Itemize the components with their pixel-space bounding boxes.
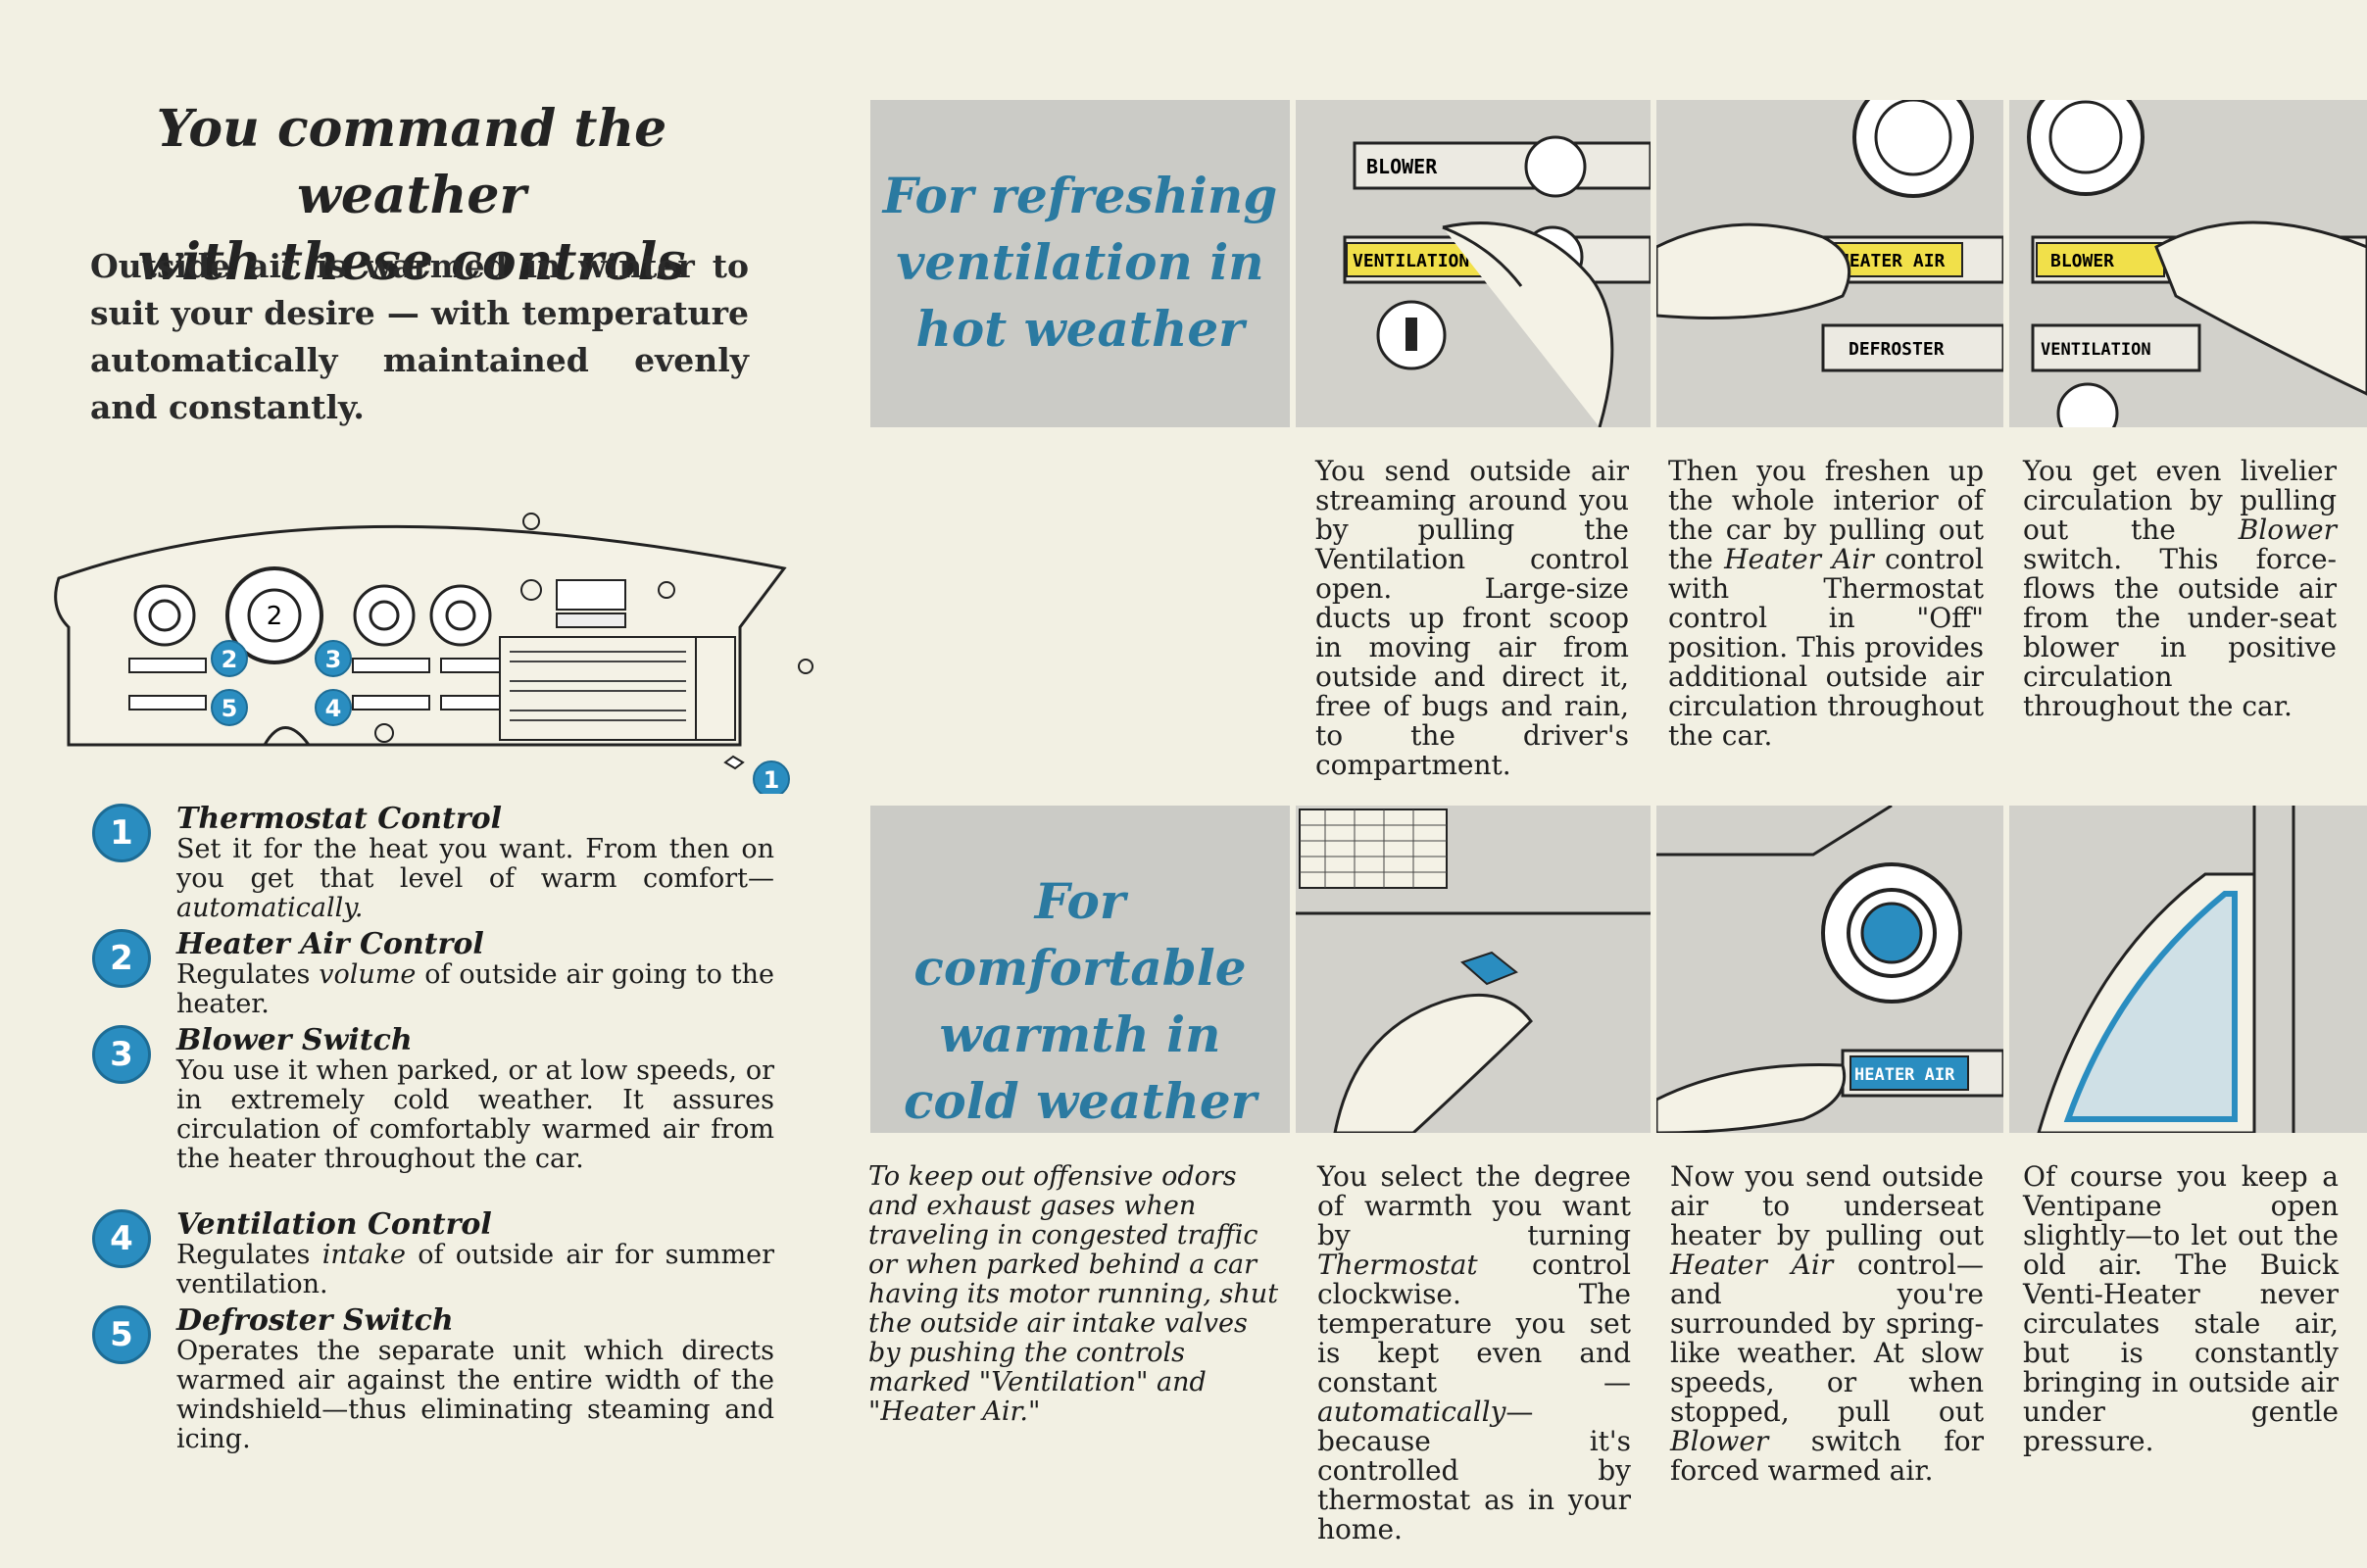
ventipane-glass (2063, 891, 2238, 1122)
legend-text: Set it for the heat you want. From then … (176, 834, 774, 923)
hot-label-line-3: hot weather (915, 300, 1245, 358)
legend-text: Operates the separate unit which directs… (176, 1336, 774, 1454)
legend-number: 1 (92, 804, 151, 862)
callout-3: 3 (325, 646, 342, 673)
hot-caption-1: You send outside air streaming around yo… (1315, 455, 1629, 781)
legend-title: Defroster Switch (176, 1303, 454, 1338)
legend-title: Blower Switch (176, 1023, 413, 1057)
hot-weather-label-panel: For refreshing ventilation in hot weathe… (870, 100, 1290, 427)
radio-dial (556, 579, 626, 611)
callout-1: 1 (764, 766, 780, 794)
heater-air-highlight (1834, 242, 1963, 277)
dashboard-illustration: 2 2 5 3 4 1 (54, 513, 814, 794)
thermostat-dial (1852, 100, 1974, 198)
cold-caption-3: Of course you keep a Ventipane open slig… (2023, 1160, 2339, 1457)
hand-drawing (1656, 222, 1851, 319)
hand-drawing (2154, 220, 2367, 396)
cold-illustration-2: HEATER AIR (1656, 806, 2003, 1133)
intro-paragraph: Outside air is warmed in winter to suit … (90, 247, 749, 426)
glovebox-lock (798, 659, 814, 674)
thermostat-knob (723, 755, 745, 770)
heater-air-label: HEATER AIR (1839, 251, 1946, 271)
legend-text: Regulates intake of outside air for summ… (176, 1240, 775, 1299)
legend-number: 3 (92, 1025, 151, 1084)
steering-column (263, 726, 311, 746)
callout-5: 5 (222, 695, 238, 722)
legend-title: Heater Air Control (176, 927, 484, 961)
dash-knob (522, 513, 540, 530)
cold-illustration-1 (1296, 806, 1651, 1133)
title-line-2: with these controls (137, 232, 686, 292)
hand-drawing (1656, 1062, 1847, 1133)
defroster-label: DEFROSTER (1849, 339, 1945, 360)
radio-buttons (556, 612, 626, 628)
legend-number: 4 (92, 1209, 151, 1268)
legend-text: You use it when parked, or at low speeds… (176, 1055, 774, 1174)
cold-label-line-1: For comfortable (913, 872, 1247, 997)
ignition (374, 723, 394, 743)
cold-label-line-3: cold weather (903, 1072, 1257, 1130)
callout-4: 4 (325, 695, 342, 722)
hot-label-line-1: For refreshing (882, 167, 1278, 224)
hot-caption-2: Then you freshen up the whole interior o… (1668, 455, 1984, 752)
legend-item-3: 3 Blower Switch You use it when parked, … (92, 1025, 778, 1201)
blower-switch (352, 658, 430, 673)
blower-label: BLOWER (1366, 155, 1438, 178)
legend-number: 2 (92, 929, 151, 988)
hand-drawing (1333, 993, 1533, 1133)
legend-item-4: 4 Ventilation Control Regulates intake o… (92, 1207, 778, 1299)
hot-illustration-2: HEATER AIR DEFROSTER (1656, 100, 2003, 427)
cold-caption-2: Now you send outside air to underseat he… (1670, 1160, 1984, 1487)
cold-note: To keep out offensive odors and exhaust … (868, 1161, 1279, 1427)
legend-title: Thermostat Control (176, 802, 503, 836)
blower-label: BLOWER (2050, 251, 2114, 271)
ventilation-label: VENTILATION (2041, 340, 2151, 360)
blower-dial (2027, 100, 2145, 196)
gauge-clock (429, 584, 492, 647)
legend-text: Regulates volume of outside air going to… (176, 959, 774, 1019)
legend-item-1: 1 Thermostat Control Set it for the heat… (92, 804, 778, 929)
heater-air-switch (128, 658, 207, 673)
hot-label-line-2: ventilation in (896, 233, 1264, 291)
heater-air-highlight (1849, 1055, 1969, 1091)
hot-illustration-3: BLOWER VENTILATION (2009, 100, 2367, 427)
hot-caption-3: You get even livelier circulation by pul… (2023, 455, 2337, 722)
ventilation-label: VENTILATION (1353, 251, 1469, 271)
legend-title: Ventilation Control (176, 1207, 492, 1242)
cold-label-line-2: warmth in (939, 1005, 1221, 1063)
gauge-speedometer: 2 (225, 566, 323, 664)
gauge-thermostat (133, 584, 196, 647)
ventilation-switch (352, 695, 430, 710)
defroster-switch (128, 695, 207, 710)
title-line-1: You command the weather (156, 99, 667, 225)
cold-weather-label-panel: For comfortable warmth in cold weather (870, 806, 1290, 1133)
thermostat-knob-blue (1460, 951, 1518, 986)
page-title: You command the weather with these contr… (59, 96, 764, 296)
hot-illustration-1: BLOWER VENTILATION (1296, 100, 1651, 427)
svg-text:2: 2 (267, 602, 283, 631)
hand-drawing (1442, 221, 1614, 427)
callout-2: 2 (222, 646, 238, 673)
floor-grille (1299, 808, 1448, 889)
cold-caption-1: You select the degree of warmth you want… (1317, 1160, 1631, 1545)
legend-item-5: 5 Defroster Switch Operates the separate… (92, 1305, 778, 1462)
cold-illustration-3 (2009, 806, 2367, 1133)
heater-air-label: HEATER AIR (1854, 1065, 1955, 1085)
legend-item-2: 2 Heater Air Control Regulates volume of… (92, 927, 778, 1019)
gauge-fuel (353, 584, 416, 647)
legend-number: 5 (92, 1305, 151, 1364)
